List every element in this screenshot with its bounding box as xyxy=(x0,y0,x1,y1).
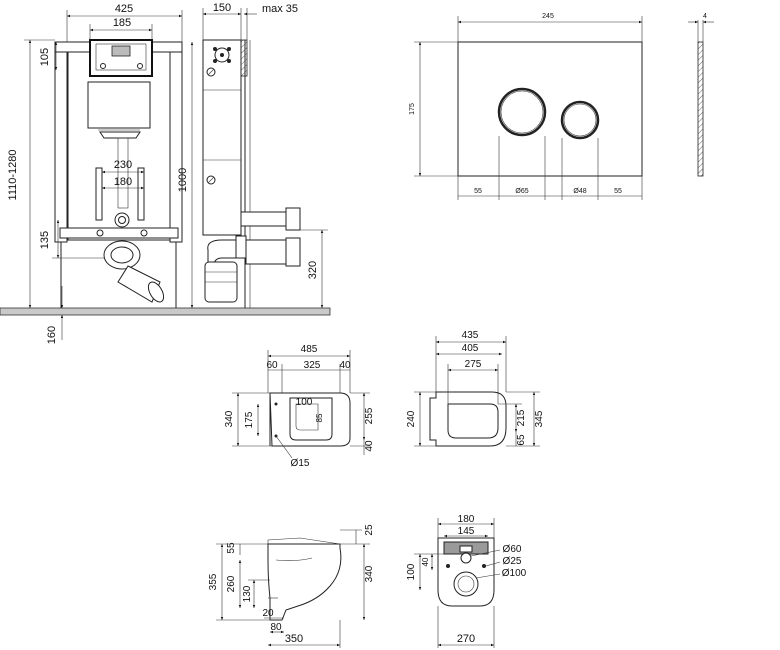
dim-back-width-bottom: 270 xyxy=(457,633,475,645)
dim-profile-depth: 350 xyxy=(285,633,303,645)
dim-frame-width: 425 xyxy=(115,3,133,15)
dim-mount-offset-left: 60 xyxy=(266,360,278,371)
bowl-top-dimensions: 435 405 275 240 215 345 65 xyxy=(406,330,545,447)
bowl-back-dimensions: 180 145 100 40 Ø60 Ø25 Ø100 270 xyxy=(406,514,527,648)
dim-plate-margin-right: 55 xyxy=(614,188,622,195)
bowl-mount-dimensions: 485 60 325 40 340 175 100 85 255 40 Ø15 xyxy=(224,344,375,469)
dim-inner-width: 100 xyxy=(296,397,313,408)
bowl-mount-view xyxy=(269,392,351,447)
bowl-profile-view xyxy=(267,537,342,621)
dim-mount-width-mid: 325 xyxy=(304,360,321,371)
dim-back-width-holes: 145 xyxy=(458,526,475,537)
bowl-back-view xyxy=(437,537,495,607)
dim-back-dia-60: Ø60 xyxy=(503,544,522,555)
dim-plate-height: 175 xyxy=(409,103,416,115)
dim-outlet-height: 135 xyxy=(39,231,51,249)
installation-frame-front-view xyxy=(54,39,183,308)
dim-back-width-top: 180 xyxy=(458,514,475,525)
dim-top-width-inner: 275 xyxy=(465,359,482,370)
dim-top-height-bottom: 65 xyxy=(516,434,527,446)
dim-profile-height-left: 355 xyxy=(208,573,219,590)
dim-depth-max: max 35 xyxy=(262,3,298,15)
dim-plate-width: 245 xyxy=(542,13,554,20)
dim-top-height-left: 240 xyxy=(406,410,417,427)
dim-depth: 150 xyxy=(213,2,231,14)
flush-plate-side: 4 xyxy=(688,13,714,177)
dim-mount-height-right: 255 xyxy=(364,407,375,424)
dim-plate-margin-left: 55 xyxy=(474,188,482,195)
dim-back-height-40: 40 xyxy=(421,557,430,566)
dim-profile-20: 20 xyxy=(262,608,274,619)
dim-back-height-100: 100 xyxy=(406,563,417,580)
dim-top-width-mid: 405 xyxy=(462,343,479,354)
dim-plate-thickness: 4 xyxy=(703,13,707,20)
dim-button-small: Ø48 xyxy=(573,188,586,195)
dim-profile-height-right: 340 xyxy=(364,565,375,582)
dim-floor-offset: 160 xyxy=(46,326,58,344)
dim-profile-55: 55 xyxy=(226,542,237,554)
dim-frame-height: 1000 xyxy=(177,168,189,192)
dim-button-large: Ø65 xyxy=(515,188,528,195)
dim-back-dia-100: Ø100 xyxy=(502,568,527,579)
dim-mount-width-total: 485 xyxy=(301,344,318,355)
dim-profile-260: 260 xyxy=(226,575,237,592)
dim-back-dia-25: Ø25 xyxy=(503,556,522,567)
dim-height-range: 1110-1280 xyxy=(7,150,19,201)
dim-top-height-total: 345 xyxy=(534,410,545,427)
bowl-top-view xyxy=(429,391,507,447)
dim-pipe-spacing-outer: 230 xyxy=(114,159,132,171)
dim-inner-width: 185 xyxy=(113,17,131,29)
dim-mount-height: 175 xyxy=(244,411,255,428)
dim-profile-130: 130 xyxy=(242,585,253,602)
frame-dimensions: 425 185 1110-1280 105 230 180 135 160 10… xyxy=(7,3,194,344)
dim-mount-hole: Ø15 xyxy=(291,458,310,469)
flush-plate-dimensions: 245 175 55 Ø65 Ø48 55 xyxy=(409,13,643,200)
bowl-profile-dimensions: 355 55 260 130 25 340 20 80 350 xyxy=(208,524,375,648)
dim-mount-height-total: 340 xyxy=(224,410,235,427)
dim-mount-height-bottom: 40 xyxy=(364,440,375,452)
dim-top-offset: 105 xyxy=(39,48,51,66)
installation-frame-side-view xyxy=(202,39,301,303)
dim-top-width-total: 435 xyxy=(462,330,479,341)
dim-profile-80: 80 xyxy=(270,622,282,633)
dim-profile-top-gap: 25 xyxy=(364,524,375,536)
dim-drain-height: 320 xyxy=(307,261,319,279)
dim-top-height-inner: 215 xyxy=(516,409,527,426)
side-view-dimensions: 150 max 35 320 xyxy=(202,2,328,308)
flush-plate-front xyxy=(457,41,643,177)
dim-pipe-spacing-inner: 180 xyxy=(114,176,132,188)
dim-inner-depth: 85 xyxy=(315,413,324,422)
dim-mount-offset-right: 40 xyxy=(339,360,351,371)
